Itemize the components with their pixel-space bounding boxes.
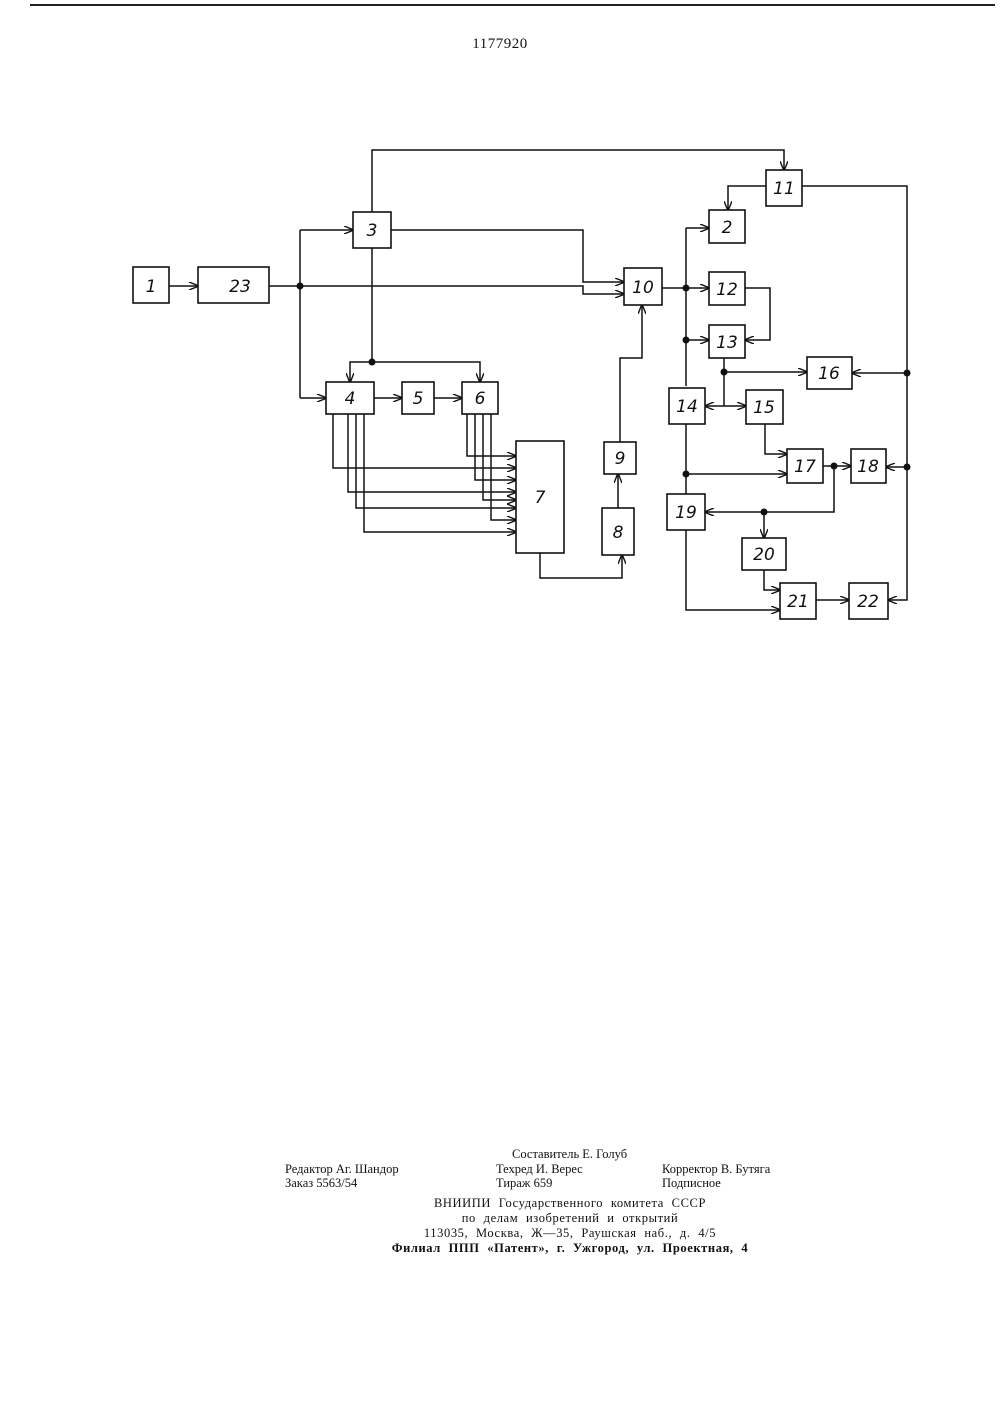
wire-9-10 — [620, 305, 642, 442]
block-label: 4 — [345, 389, 356, 409]
block-label: 6 — [475, 389, 486, 409]
block-12: 12 — [709, 272, 745, 305]
junction-dot — [683, 471, 690, 478]
block-20: 20 — [742, 538, 786, 570]
compiler-line: Составитель Е. Голуб — [512, 1147, 627, 1162]
imprint-line: ВНИИПИ Государственного комитета СССР — [300, 1196, 840, 1211]
block-label: 18 — [857, 457, 879, 477]
block-1: 1 — [133, 267, 169, 303]
block-label: 19 — [675, 503, 697, 523]
junction-dot — [369, 359, 376, 366]
circulation-line: Тираж 659 — [496, 1176, 552, 1191]
junction-dot — [297, 283, 304, 290]
imprint-line: по делам изобретений и открытий — [300, 1211, 840, 1226]
block-label: 20 — [753, 545, 775, 565]
order-line: Заказ 5563/54 — [285, 1176, 357, 1191]
block-5: 5 — [402, 382, 434, 414]
block-label: 15 — [753, 398, 775, 418]
block-label: 21 — [787, 592, 809, 612]
junction-dot — [904, 370, 911, 377]
wire-6-7-d — [491, 414, 516, 520]
block-label: 17 — [794, 457, 816, 477]
block-label: 14 — [676, 397, 698, 417]
block-label: 3 — [367, 221, 378, 241]
wire-3-10 — [391, 230, 624, 282]
block-label: 1 — [146, 277, 157, 297]
wire-6-7-c — [483, 414, 516, 500]
wire-11-2 — [728, 186, 766, 210]
block-7: 7 — [516, 441, 564, 553]
junction-dot — [683, 337, 690, 344]
wire-3-4 — [350, 362, 372, 382]
block-label: 5 — [413, 389, 424, 409]
block-22: 22 — [849, 583, 888, 619]
imprint-line: Филиал ППП «Патент», г. Ужгород, ул. Про… — [300, 1241, 840, 1256]
block-8: 8 — [602, 508, 634, 555]
wire-6-7-b — [475, 414, 516, 480]
block-13: 13 — [709, 325, 745, 358]
block-label: 9 — [615, 449, 626, 469]
imprint-line: 113035, Москва, Ж—35, Раушская наб., д. … — [300, 1226, 840, 1241]
block-21: 21 — [780, 583, 816, 619]
corrector-line: Корректор В. Бутяга — [662, 1162, 770, 1177]
wire-3-6 — [372, 362, 480, 382]
junction-dot — [904, 464, 911, 471]
block-4: 4 — [326, 382, 374, 414]
junction-dot — [761, 509, 768, 516]
block-16: 16 — [807, 357, 852, 389]
block-2: 2 — [709, 210, 745, 243]
wire-4-7-d — [364, 414, 516, 532]
wire-20-21 — [764, 570, 780, 590]
wire-4-7-c — [356, 414, 516, 508]
wire-15-17 — [765, 424, 787, 454]
wire-11-bus — [802, 186, 907, 600]
junction-dot — [721, 369, 728, 376]
block-label: 10 — [632, 278, 654, 298]
block-label: 2 — [722, 218, 733, 238]
block-11: 11 — [766, 170, 802, 206]
block-label: 13 — [716, 333, 738, 353]
subscription-line: Подписное — [662, 1176, 721, 1191]
editor-line: Редактор Аг. Шандор — [285, 1162, 399, 1177]
block-19: 19 — [667, 494, 705, 530]
block-label: 22 — [857, 592, 879, 612]
block-3: 3 — [353, 212, 391, 248]
junction-dot — [683, 285, 690, 292]
block-6: 6 — [462, 382, 498, 414]
block-23: 23 — [198, 267, 269, 303]
wire-12-13 — [745, 288, 770, 340]
block-label: 8 — [613, 523, 624, 543]
block-label: 23 — [229, 277, 251, 297]
block-18: 18 — [851, 449, 886, 483]
block-15: 15 — [746, 390, 783, 424]
block-10: 10 — [624, 268, 662, 305]
techred-line: Техред И. Верес — [496, 1162, 583, 1177]
block-label: 11 — [773, 179, 795, 199]
block-diagram: 1 23 3 4 5 6 7 8 9 10 11 2 — [0, 0, 1000, 700]
wire-4-7-a — [333, 414, 516, 468]
block-label: 12 — [716, 280, 738, 300]
block-label: 7 — [535, 488, 546, 508]
block-label: 16 — [818, 364, 840, 384]
junction-dot — [831, 463, 838, 470]
wire-3-11 — [372, 150, 784, 212]
block-9: 9 — [604, 442, 636, 474]
block-17: 17 — [787, 449, 823, 483]
wire-23-10 — [300, 286, 624, 294]
block-14: 14 — [669, 388, 705, 424]
wire-7-8 — [540, 553, 622, 578]
